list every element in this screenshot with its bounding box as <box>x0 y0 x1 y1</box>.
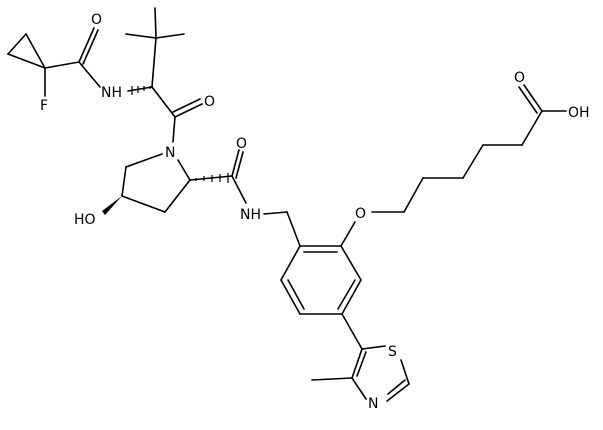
bond <box>172 98 201 113</box>
atom-label-sulfur: S <box>388 344 397 360</box>
bond <box>337 279 356 310</box>
bond <box>82 29 99 65</box>
bond <box>164 179 191 213</box>
bond <box>341 279 362 315</box>
atom-label-acid-hydroxyl: OH <box>568 105 590 121</box>
bond <box>280 279 301 315</box>
bond <box>231 149 240 177</box>
bond <box>523 84 543 112</box>
bond <box>174 103 203 118</box>
bond <box>387 379 406 395</box>
atom-label-oxygen: O <box>236 136 247 152</box>
bond <box>121 195 166 213</box>
stereo-wedge-layer <box>102 86 229 215</box>
bond <box>151 86 176 118</box>
bond <box>177 159 191 181</box>
bond <box>518 86 538 114</box>
atom-label-oxygen: O <box>91 12 102 28</box>
bond <box>78 61 101 88</box>
atom-label-acid-oxygen: O <box>514 70 525 86</box>
hashed-wedge <box>195 173 229 183</box>
bond <box>521 110 543 146</box>
atom-label-oxygen: O <box>204 94 215 110</box>
bond <box>351 377 367 400</box>
bond-layer <box>7 7 567 402</box>
bond <box>125 153 163 168</box>
bond <box>154 7 157 39</box>
bond <box>400 359 410 385</box>
bond <box>189 175 233 181</box>
bond <box>340 221 356 247</box>
atom-label-thiazole-nitrogen: N <box>368 396 378 412</box>
bond <box>403 177 424 213</box>
atom-label-hydroxyl: HO <box>74 212 96 228</box>
atom-label-ether-oxygen: O <box>355 206 366 222</box>
bond <box>44 61 80 69</box>
bond <box>341 313 363 350</box>
bond <box>25 33 46 69</box>
bond <box>263 211 288 215</box>
bond <box>311 377 353 381</box>
bond <box>231 175 247 204</box>
bond <box>462 144 484 179</box>
bond <box>286 211 301 247</box>
bond <box>361 345 386 350</box>
bond <box>155 33 185 39</box>
bond <box>351 348 363 379</box>
hashed-wedge <box>131 86 151 95</box>
bond <box>125 33 157 39</box>
bond <box>151 37 157 88</box>
bond <box>280 245 301 281</box>
atom-label-layer: F NH O O N O NH HO O O OH S N <box>40 12 590 412</box>
bond <box>356 351 367 377</box>
atom-label-nitrogen: N <box>165 145 175 161</box>
bold-wedge <box>102 196 122 215</box>
bond <box>235 151 244 179</box>
bond <box>172 116 176 143</box>
atom-label-fluorine: F <box>40 98 48 114</box>
bond <box>287 279 305 310</box>
bond <box>78 27 95 63</box>
bond <box>386 383 410 402</box>
bond <box>340 245 362 281</box>
atom-label-amide-nh-top: NH <box>101 85 122 101</box>
bond <box>7 53 46 69</box>
atom-label-amide-nh-mid: NH <box>240 207 261 223</box>
bond <box>121 166 127 197</box>
bond <box>7 33 27 55</box>
